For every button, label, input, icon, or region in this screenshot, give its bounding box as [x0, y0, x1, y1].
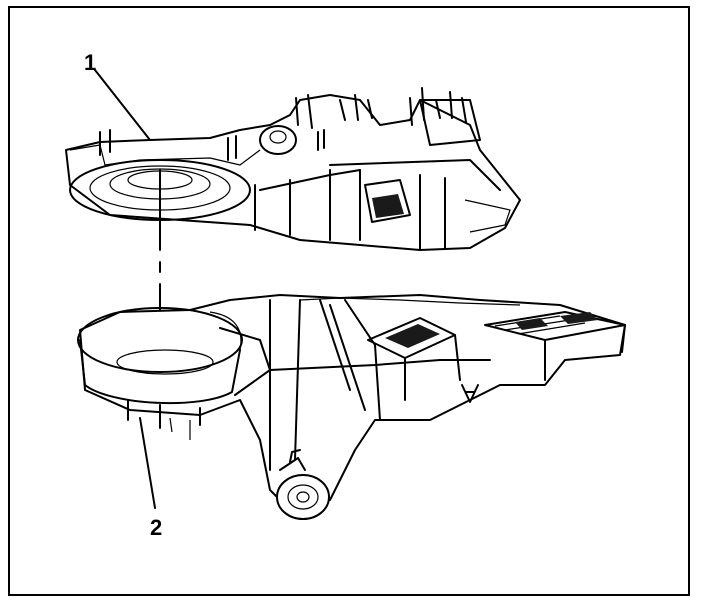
lower-case-half — [77, 294, 626, 520]
callout-label-1: 1 — [84, 50, 96, 75]
diagram-frame — [8, 6, 690, 596]
callout-1: 1 — [84, 50, 151, 141]
upper-case-half — [65, 87, 521, 251]
callout-label-2: 2 — [150, 515, 162, 540]
callout-2: 2 — [139, 417, 162, 540]
